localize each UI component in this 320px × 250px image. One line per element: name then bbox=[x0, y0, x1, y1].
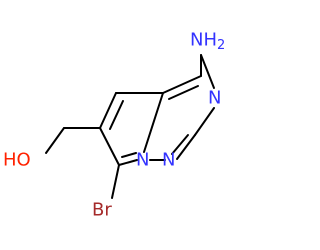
bond-ch2-oh bbox=[45, 127, 65, 154]
n3-label: N bbox=[208, 88, 221, 109]
bond-nbridge-c8a bbox=[143, 92, 164, 153]
nbridge-label: N bbox=[136, 150, 149, 171]
bond-c6-c7 bbox=[99, 127, 120, 166]
bond-c8a-c4 bbox=[162, 75, 202, 94]
n1-label: N bbox=[162, 150, 175, 171]
hydroxyl-label: HO bbox=[3, 150, 31, 171]
bond-c2-n1 bbox=[176, 134, 196, 160]
bond-c8a-c4-inner bbox=[168, 85, 199, 100]
amine-label: NH2 bbox=[190, 30, 225, 53]
bond-lines bbox=[45, 54, 215, 199]
bond-c7-nbridge-inner bbox=[121, 152, 137, 158]
bond-c2-n1-inner bbox=[171, 134, 189, 155]
bond-c5-c6 bbox=[99, 92, 117, 129]
atom-labels: NH2 N N N HO Br bbox=[3, 30, 225, 221]
bond-c7-br bbox=[111, 164, 120, 199]
bromine-label: Br bbox=[92, 200, 112, 221]
bond-c7-nbridge bbox=[118, 159, 138, 166]
molecule-structure: NH2 N N N HO Br bbox=[3, 30, 225, 221]
bond-c4-n3 bbox=[200, 54, 215, 89]
bond-n3-c2 bbox=[194, 107, 215, 136]
amine-subscript: 2 bbox=[217, 38, 225, 53]
bond-c5-c6-inner bbox=[109, 100, 124, 130]
